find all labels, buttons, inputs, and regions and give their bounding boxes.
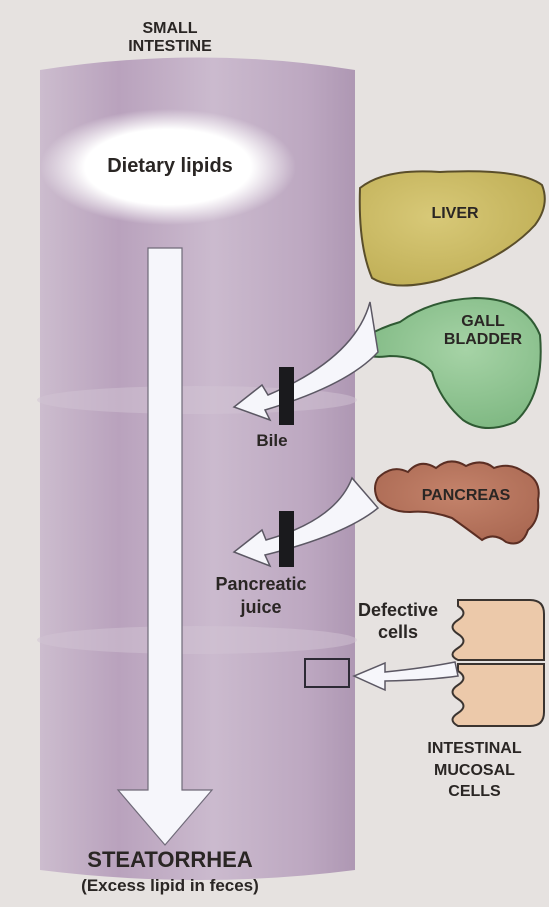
pancreatic-juice-line2: juice (240, 597, 281, 617)
steatorrhea-title: STEATORRHEA (30, 848, 310, 873)
pancreatic-juice-line1: Pancreatic (215, 574, 306, 594)
gallbladder-label: GALL BLADDER (418, 313, 548, 349)
mucosal-line1: INTESTINAL (427, 740, 521, 757)
bile-label: Bile (232, 431, 312, 450)
liver-label: LIVER (395, 205, 515, 223)
defective-cells-line1: Defective (358, 600, 438, 620)
intestinal-mucosal-cells-label: INTESTINAL MUCOSAL CELLS (402, 738, 547, 803)
defective-cells-arrow (354, 662, 458, 690)
small-intestine-line2: INTESTINE (128, 38, 212, 55)
dietary-lipids-label: Dietary lipids (70, 155, 270, 177)
mucosal-cell-lower (453, 664, 545, 726)
pancreatic-juice-label: Pancreatic juice (186, 573, 336, 618)
gallbladder-line2: BLADDER (444, 331, 522, 348)
mucosal-cell-upper (453, 600, 545, 660)
small-intestine-label: SMALL INTESTINE (85, 20, 255, 56)
small-intestine-line1: SMALL (142, 20, 197, 37)
pancreas-label: PANCREAS (396, 487, 536, 505)
mucosal-line2: MUCOSAL (434, 762, 515, 779)
pancreatic-block-bar (279, 511, 294, 567)
intestine-fold (37, 626, 357, 654)
liver-shape (360, 171, 545, 285)
gallbladder-line1: GALL (461, 313, 505, 330)
defective-cells-line2: cells (378, 622, 418, 642)
defective-cells-label: Defective cells (333, 600, 463, 643)
bile-block-bar (279, 367, 294, 425)
steatorrhea-subtitle: (Excess lipid in feces) (20, 876, 320, 895)
mucosal-line3: CELLS (448, 783, 500, 800)
